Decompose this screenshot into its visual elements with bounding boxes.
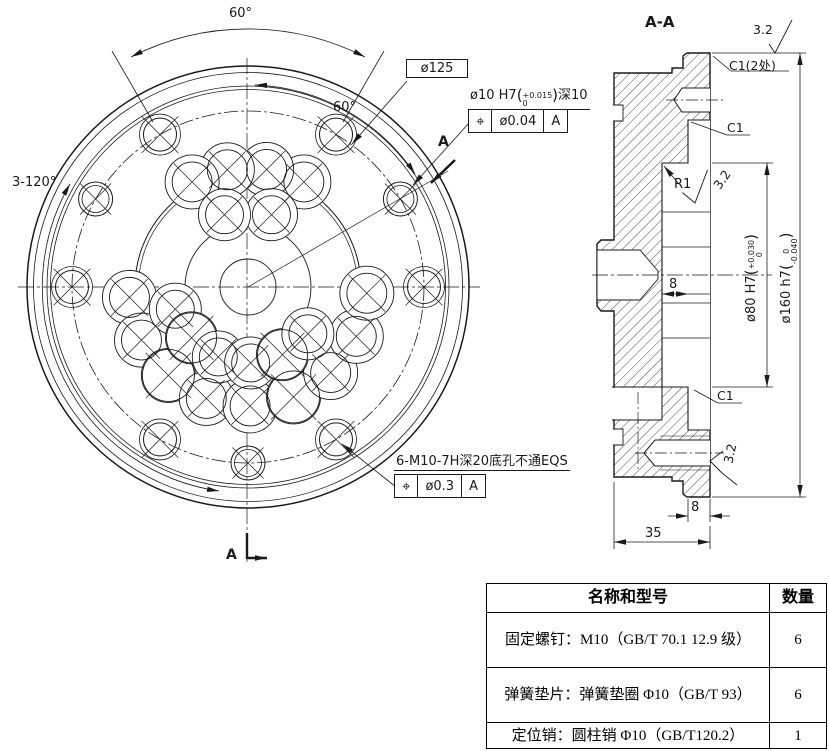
dim-bore-depth-8: 8 <box>669 277 678 292</box>
datum-reference: A <box>544 109 569 133</box>
table-row-qty: 6 <box>769 667 826 722</box>
chamfer-callout-double: C1(2处) <box>729 58 776 73</box>
dim-angle-3x120: 3-120° <box>12 175 57 190</box>
dim-angle-60-inner: 60° <box>333 100 357 115</box>
dim-rim-width-8: 8 <box>691 500 700 515</box>
roughness-top: 3.2 <box>753 22 773 37</box>
section-arrow-label-bottom: A <box>226 547 237 563</box>
position-symbol-icon: ⌖ <box>394 474 419 498</box>
chamfer-callout-top: C1 <box>727 120 744 135</box>
paren-open: ( <box>516 86 523 104</box>
position-symbol-icon: ⌖ <box>468 109 493 133</box>
dowel-callout-text: ø10 H7 <box>470 88 517 103</box>
tolerance-value: ø0.04 <box>492 109 545 133</box>
dowel-callout-depth: 深10 <box>558 88 588 103</box>
tolerance-value: ø0.3 <box>418 474 463 498</box>
table-header-qty: 数量 <box>769 584 826 612</box>
dim-bolt-circle-dia125: ø125 <box>406 59 468 78</box>
table-row-name: 定位销：圆柱销 Φ10（GB/T120.2） <box>487 722 769 748</box>
paren-close: ) <box>552 86 559 104</box>
datum-reference: A <box>462 474 486 498</box>
table-row-name: 弹簧垫片：弹簧垫圈 Φ10（GB/T 93） <box>487 667 769 722</box>
section-title: A-A <box>645 13 675 31</box>
section-view-dimensions <box>613 19 806 549</box>
chamfer-callout-bottom: C1 <box>717 388 734 403</box>
parts-table: 名称和型号 数量 固定螺钉：M10（GB/T 70.1 12.9 级） 6 弹簧… <box>486 583 827 749</box>
dim-angle-60-top: 60° <box>229 6 253 21</box>
position-tolerance-frame-thread: ⌖ ø0.3 A <box>394 474 486 498</box>
table-row-name: 固定螺钉：M10（GB/T 70.1 12.9 级） <box>487 612 769 667</box>
section-view-drawing <box>592 52 772 498</box>
thread-hole-callout: 6-M10-7H深20底孔不通EQS <box>394 450 570 471</box>
table-row-qty: 1 <box>769 722 826 748</box>
section-arrow-label-top: A <box>438 134 449 150</box>
position-tolerance-frame-dowel: ⌖ ø0.04 A <box>468 109 569 133</box>
front-view-dimensions <box>41 28 470 561</box>
fillet-callout: R1 <box>674 177 692 192</box>
table-header-name: 名称和型号 <box>587 589 668 606</box>
dim-od-dia160: ø160 h7(0-0.040) <box>777 232 799 324</box>
table-row-qty: 6 <box>769 612 826 667</box>
dim-total-width-35: 35 <box>645 526 662 541</box>
